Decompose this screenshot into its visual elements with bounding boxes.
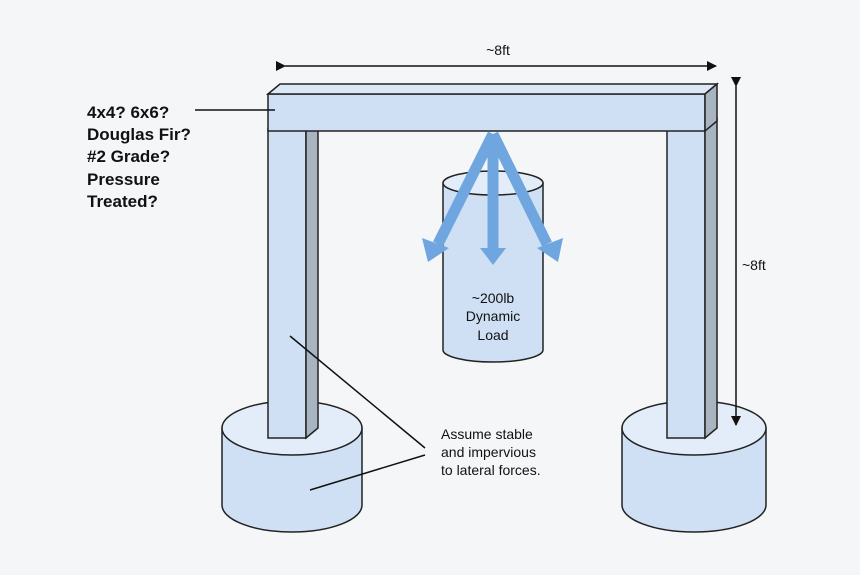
- lumber-question-line: Treated?: [87, 192, 158, 211]
- lumber-question-line: 4x4? 6x6?: [87, 103, 169, 122]
- footing-note-line: to lateral forces.: [441, 462, 541, 478]
- footing-note-line: Assume stable: [441, 426, 533, 442]
- footing-note: Assume stable and impervious to lateral …: [289, 335, 541, 491]
- right-post: [666, 117, 718, 440]
- load-arrow-left: [422, 131, 498, 262]
- width-dimension: ~8ft: [276, 42, 717, 71]
- left-post: [267, 117, 319, 440]
- footing-note-line: and impervious: [441, 444, 536, 460]
- lumber-question-line: Douglas Fir?: [87, 125, 191, 144]
- lumber-callout: 4x4? 6x6? Douglas Fir? #2 Grade? Pressur…: [87, 103, 275, 211]
- top-beam: [265, 82, 720, 133]
- width-label: ~8ft: [486, 42, 510, 58]
- load-arrow-right: [488, 131, 563, 262]
- load-arrows: [422, 131, 563, 265]
- load-arrow-center: [480, 134, 506, 265]
- lumber-question-line: Pressure: [87, 170, 160, 189]
- load-label: ~200lb Dynamic Load: [466, 290, 520, 343]
- lumber-question-line: #2 Grade?: [87, 147, 170, 166]
- height-label: ~8ft: [742, 257, 766, 273]
- height-dimension: ~8ft: [731, 77, 766, 426]
- load-label-line: Load: [477, 327, 508, 343]
- load-label-line: ~200lb: [472, 290, 515, 306]
- load-label-line: Dynamic: [466, 308, 520, 324]
